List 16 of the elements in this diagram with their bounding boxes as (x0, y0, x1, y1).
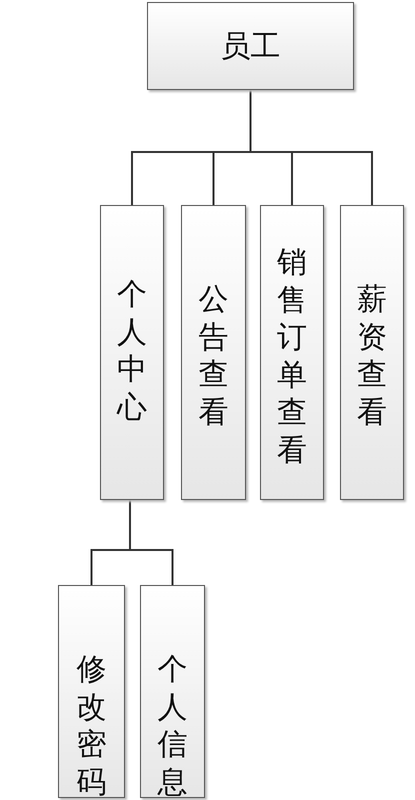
box-label: 员工 (220, 28, 280, 66)
box-label: 薪资查看 (357, 281, 387, 431)
box-label: 个人信息 (158, 651, 188, 800)
process-box (181, 205, 246, 500)
process-box (140, 585, 205, 798)
connector-line (129, 500, 174, 585)
process-box (340, 205, 404, 500)
connector-line (250, 90, 373, 205)
box-label: 个人中心 (117, 276, 147, 426)
process-box (260, 205, 324, 500)
box-label: 修改密码 (76, 651, 106, 800)
process-box (100, 205, 164, 500)
process-box (147, 2, 354, 90)
box-label: 公告查看 (198, 281, 228, 431)
process-box (58, 585, 125, 798)
box-label: 销售订单查看 (277, 244, 307, 469)
